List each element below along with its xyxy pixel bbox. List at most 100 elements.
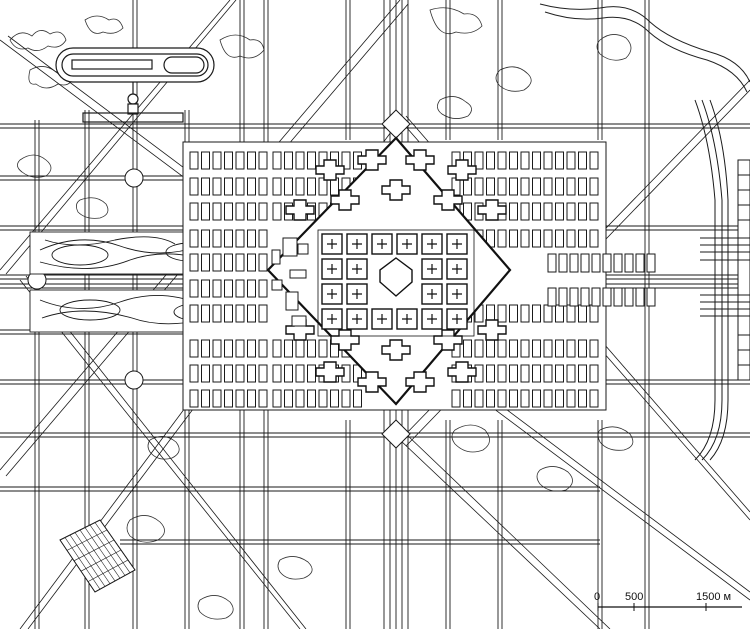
- residential-block: [463, 339, 472, 358]
- residential-block: [555, 339, 564, 358]
- east-block: [624, 287, 634, 307]
- residential-block: [247, 389, 256, 408]
- residential-block: [578, 202, 587, 221]
- residential-block: [589, 177, 599, 196]
- residential-block: [224, 339, 233, 358]
- residential-block: [543, 202, 553, 221]
- residential-block: [578, 151, 587, 170]
- residential-block: [295, 364, 305, 383]
- industrial-grid-line: [73, 539, 115, 562]
- residential-block: [543, 389, 553, 408]
- residential-block: [474, 177, 484, 196]
- core-building: [447, 361, 477, 383]
- core-building: [315, 361, 345, 383]
- residential-block: [532, 202, 541, 221]
- residential-block: [532, 177, 541, 196]
- residential-block: [555, 229, 564, 248]
- residential-block: [307, 339, 316, 358]
- core-building: [315, 159, 345, 181]
- residential-block: [284, 151, 293, 170]
- residential-block: [247, 304, 256, 323]
- residential-block: [318, 389, 328, 408]
- core-building: [330, 329, 360, 351]
- residential-block: [235, 229, 245, 248]
- residential-block: [566, 151, 576, 170]
- residential-block: [543, 151, 553, 170]
- east-block: [547, 287, 557, 307]
- residential-block: [509, 364, 518, 383]
- residential-block: [201, 364, 210, 383]
- east-block: [624, 253, 634, 273]
- residential-block: [224, 389, 233, 408]
- east-block: [569, 287, 579, 307]
- residential-block: [497, 364, 507, 383]
- east-block: [547, 253, 557, 273]
- core-building: [447, 159, 477, 181]
- residential-block: [451, 389, 461, 408]
- core-plot-marker: [352, 264, 362, 274]
- residential-block: [520, 202, 530, 221]
- residential-block: [272, 339, 282, 358]
- residential-block: [497, 304, 507, 323]
- scale-label-0: 0: [594, 591, 600, 603]
- residential-block: [578, 339, 587, 358]
- industrial-grid-line: [89, 524, 126, 576]
- residential-block: [532, 364, 541, 383]
- residential-block: [295, 389, 305, 408]
- residential-block: [578, 389, 587, 408]
- core-plot-marker: [327, 264, 337, 274]
- industrial-grid-line: [94, 522, 131, 573]
- east-block: [613, 253, 623, 273]
- residential-block: [201, 279, 210, 298]
- residential-block: [486, 389, 495, 408]
- residential-block: [212, 389, 222, 408]
- residential-block: [247, 364, 256, 383]
- industrial-grid-line: [80, 549, 122, 572]
- residential-block: [284, 389, 293, 408]
- residential-block: [589, 389, 599, 408]
- residential-block: [509, 151, 518, 170]
- core-building: [285, 199, 315, 221]
- residential-block: [201, 229, 210, 248]
- residential-block: [497, 339, 507, 358]
- core-plot-marker: [327, 239, 337, 249]
- core-plot-marker: [427, 239, 437, 249]
- residential-block: [509, 389, 518, 408]
- core-building: [477, 319, 507, 341]
- east-block: [646, 287, 656, 307]
- residential-block: [235, 177, 245, 196]
- residential-block: [589, 202, 599, 221]
- residential-block: [555, 151, 564, 170]
- residential-block: [235, 151, 245, 170]
- residential-block: [258, 364, 268, 383]
- residential-block: [189, 389, 199, 408]
- residential-block: [212, 364, 222, 383]
- residential-block: [543, 364, 553, 383]
- residential-block: [189, 229, 199, 248]
- core-building: [381, 339, 411, 361]
- residential-block: [201, 202, 210, 221]
- core-building: [381, 179, 411, 201]
- residential-block: [509, 177, 518, 196]
- scale-label-500: 500: [625, 591, 643, 603]
- residential-block: [212, 339, 222, 358]
- residential-block: [555, 177, 564, 196]
- residential-block: [543, 339, 553, 358]
- residential-block: [474, 339, 484, 358]
- residential-block: [284, 177, 293, 196]
- residential-block: [578, 364, 587, 383]
- residential-block: [532, 151, 541, 170]
- residential-block: [258, 339, 268, 358]
- core-building: [405, 149, 435, 171]
- residential-block: [212, 229, 222, 248]
- residential-block: [258, 304, 268, 323]
- residential-block: [189, 279, 199, 298]
- residential-block: [212, 304, 222, 323]
- residential-block: [224, 229, 233, 248]
- residential-block: [224, 177, 233, 196]
- residential-block: [555, 364, 564, 383]
- residential-block: [497, 389, 507, 408]
- residential-block: [589, 364, 599, 383]
- residential-block: [509, 202, 518, 221]
- east-blocks: [547, 253, 656, 307]
